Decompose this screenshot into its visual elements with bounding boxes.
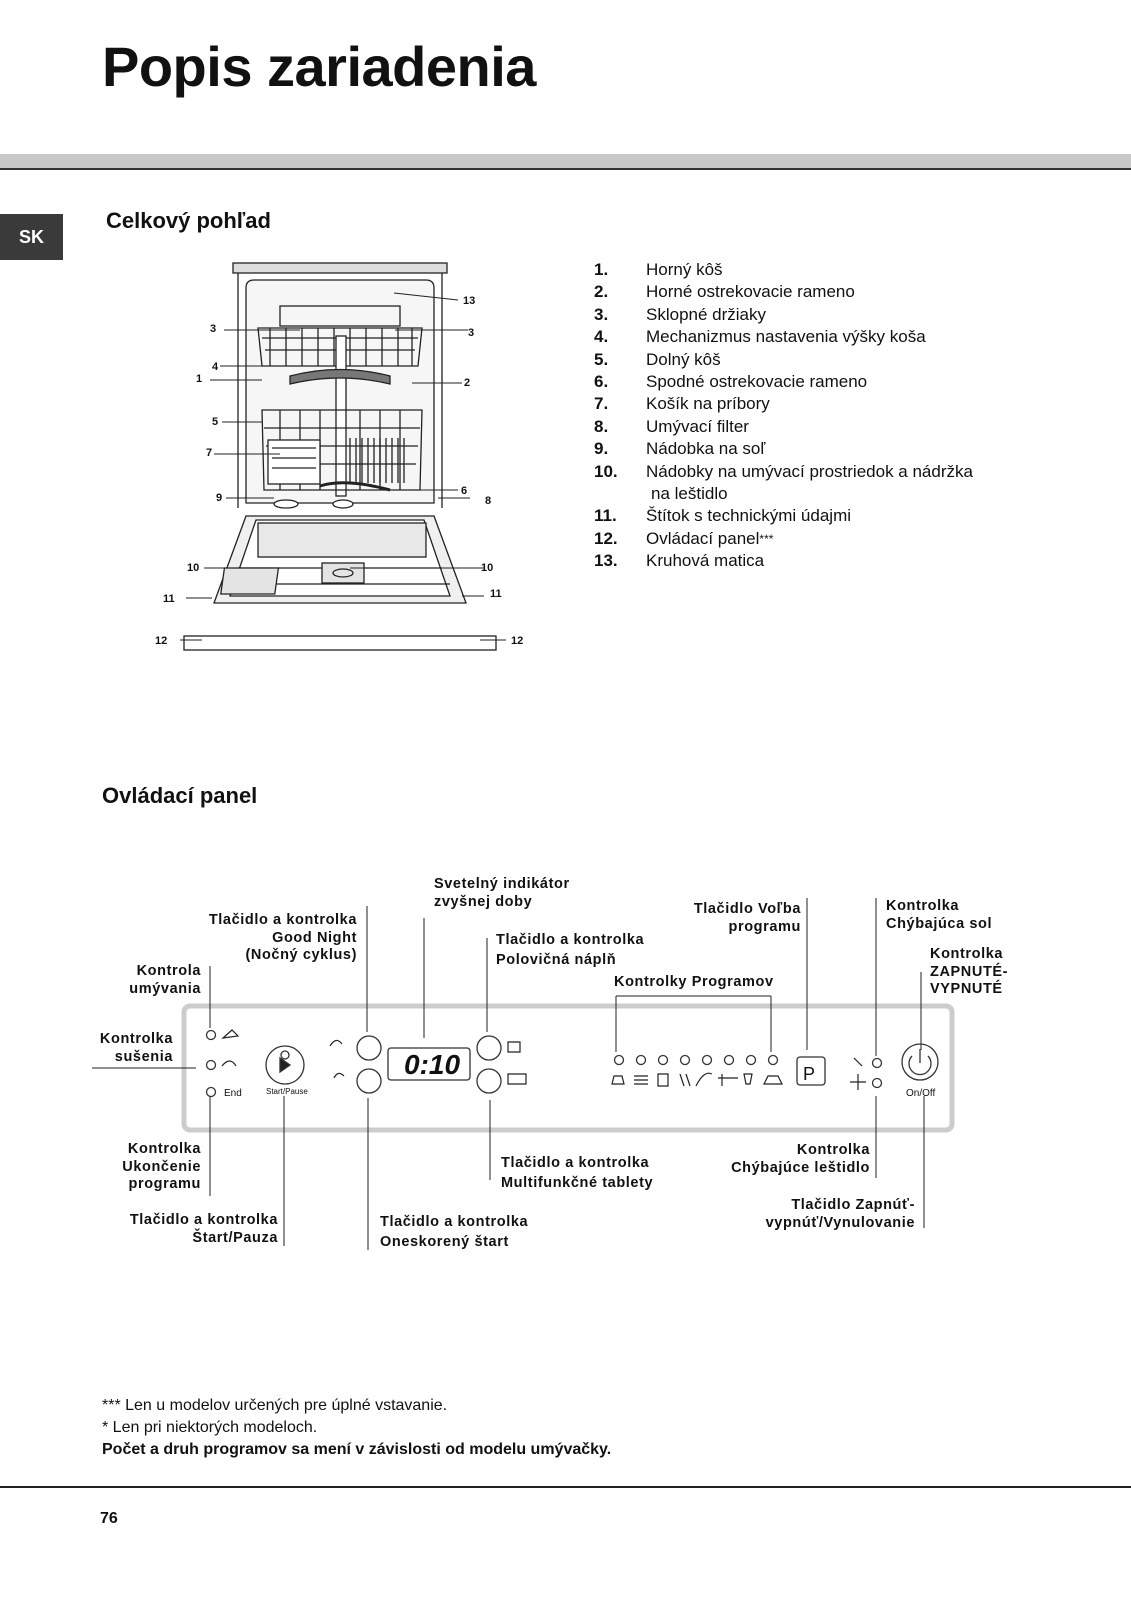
callout-good-night: Tlačidlo a kontrolka Good Night (Nočný c…	[208, 912, 357, 963]
fig-label-7: 7	[206, 447, 212, 459]
list-item: 12.Ovládací panel***	[594, 528, 774, 548]
control-panel-figure: 0:10 End Start/Pause On/Off P	[92, 898, 955, 1250]
fig-label-4: 4	[212, 361, 219, 373]
callout-start-pause: Tlačidlo a kontrolka Štart/Pauza	[129, 1212, 278, 1246]
list-item-continuation: na leštidlo	[651, 484, 728, 504]
callout-drying-light: Kontrolka sušenia	[99, 1031, 173, 1065]
dishwasher-figure: 13 3 3 4 1 2 5 7 6 9 8 10 10 11 11 12 12	[155, 262, 523, 651]
callout-half-load: Tlačidlo a kontrolka Polovičná náplň	[496, 932, 645, 968]
callout-salt-missing: Kontrolka Chýbajúca sol	[886, 898, 993, 932]
callout-program-lights: Kontrolky Programov	[614, 974, 774, 990]
overview-heading: Celkový pohľad	[106, 208, 271, 233]
list-item: 5.Dolný kôš	[594, 349, 721, 369]
fig-label-13: 13	[463, 295, 475, 307]
footnote: *** Len u modelov určených pre úplné vst…	[102, 1397, 448, 1414]
fig-label-3-left: 3	[210, 323, 216, 335]
footnotes: *** Len u modelov určených pre úplné vst…	[102, 1395, 611, 1461]
parts-list: 1.Horný kôš 2.Horné ostrekovacie rameno …	[594, 259, 973, 573]
onoff-label: On/Off	[906, 1088, 935, 1099]
page-number: 76	[100, 1510, 118, 1527]
fig-label-12-right: 12	[511, 635, 523, 647]
callout-multi-tablets: Tlačidlo a kontrolka Multifunkčné tablet…	[501, 1155, 654, 1191]
list-item: 13.Kruhová matica	[594, 551, 765, 571]
program-key-label: P	[803, 1064, 815, 1084]
list-item: 2.Horné ostrekovacie rameno	[594, 282, 855, 302]
list-item: 9.Nádobka na soľ	[594, 439, 766, 459]
fig-label-2: 2	[464, 377, 470, 389]
footnote: * Len pri niektorých modeloch.	[102, 1419, 318, 1436]
list-item: 4.Mechanizmus nastavenia výšky koša	[594, 327, 926, 347]
callout-program-select: Tlačidlo Voľba programu	[693, 901, 801, 935]
fig-label-5: 5	[212, 416, 218, 428]
list-item: 1.Horný kôš	[594, 260, 723, 279]
remaining-time-display: 0:10	[404, 1049, 460, 1080]
callout-rinse-aid-missing: Kontrolka Chýbajúce leštidlo	[731, 1142, 870, 1176]
list-item: 11.Štítok s technickými údajmi	[594, 506, 852, 526]
callout-end-light: Kontrolka Ukončenie programu	[122, 1141, 201, 1192]
header-rule	[0, 154, 1131, 170]
callout-remaining-time: Svetelný indikátor zvyšnej doby	[434, 876, 570, 910]
footer-rule	[0, 1486, 1131, 1488]
fig-label-6: 6	[461, 485, 467, 497]
footnote-bold: Počet a druh programov sa mení v závislo…	[102, 1441, 612, 1458]
control-panel-heading: Ovládací panel	[102, 783, 258, 808]
language-tab: SK	[0, 214, 63, 260]
callout-on-off-light: Kontrolka ZAPNUTÉ- VYPNUTÉ	[930, 946, 1009, 997]
callout-delay-start: Tlačidlo a kontrolka Oneskorený štart	[380, 1214, 529, 1250]
end-label: End	[224, 1088, 242, 1099]
fig-label-1: 1	[196, 373, 202, 385]
list-item: 3.Sklopné držiaky	[594, 304, 767, 324]
start-pause-label: Start/Pause	[266, 1087, 308, 1096]
callout-wash-light: Kontrola umývania	[129, 963, 201, 997]
list-item: 7.Košík na príbory	[594, 394, 770, 414]
fig-label-8: 8	[485, 495, 491, 507]
list-item: 8.Umývací filter	[594, 416, 749, 436]
fig-label-9: 9	[216, 492, 222, 504]
fig-label-10-right: 10	[481, 562, 493, 574]
list-item: 6.Spodné ostrekovacie rameno	[594, 372, 868, 392]
fig-label-11-left: 11	[163, 593, 175, 605]
page-title: Popis zariadenia	[102, 35, 536, 98]
callout-on-off-button: Tlačidlo Zapnúť- vypnúť/Vynulovanie	[765, 1197, 915, 1231]
list-item: 10.Nádobky na umývací prostriedok a nádr…	[594, 461, 973, 481]
fig-label-12-left: 12	[155, 635, 167, 647]
fig-label-11-right: 11	[490, 588, 502, 600]
fig-label-3-right: 3	[468, 327, 474, 339]
fig-label-10-left: 10	[187, 562, 199, 574]
program-icons	[221, 1029, 866, 1090]
